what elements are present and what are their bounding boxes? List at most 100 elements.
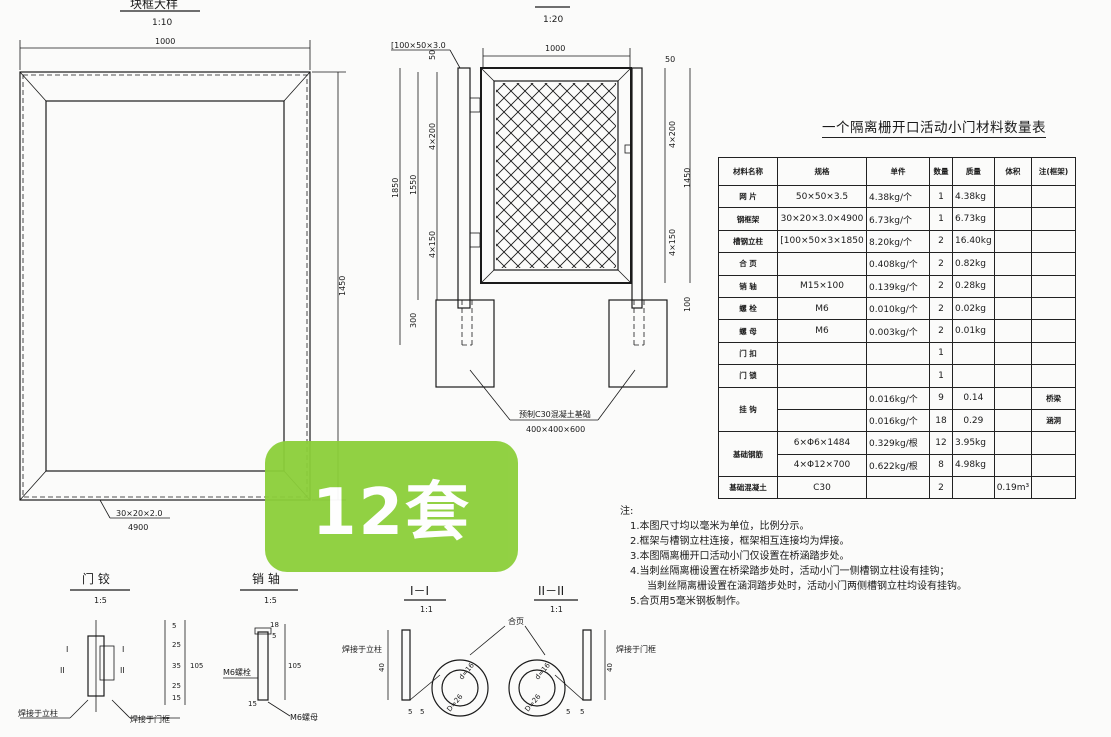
cell xyxy=(1031,184,1076,209)
mid-dim-lower: 4×150 xyxy=(428,231,437,258)
section2-d-inner: d=16 xyxy=(533,661,552,681)
hinge-detail: 门 铰 1:5 I II I II 5 25 35 25 15 105 焊接于立… xyxy=(18,571,203,724)
cell xyxy=(993,184,1033,209)
note-item: 2.框架与槽钢立柱连接，框架相互连接均为焊接。 xyxy=(630,536,850,547)
cell: 螺 栓 xyxy=(718,296,778,321)
foundation-label: 预制C30混凝土基础 xyxy=(519,409,591,419)
hinge-label-left: 焊接于立柱 xyxy=(18,708,58,718)
cell xyxy=(1031,274,1076,298)
cell: 1 xyxy=(929,207,953,231)
cell: 0.408kg/个 xyxy=(866,252,930,276)
cell: [100×50×3×1850 xyxy=(777,229,867,254)
cell: 18 xyxy=(929,408,953,433)
cell: 2 xyxy=(929,252,953,276)
mid-dim-base: 100 xyxy=(683,297,692,312)
cell: 0.139kg/个 xyxy=(866,274,930,298)
hinge-dim-d: 25 xyxy=(172,682,181,690)
mid-dim-bottom: 300 xyxy=(409,313,418,328)
cell: 2 xyxy=(929,296,953,321)
section2-title: II－II xyxy=(538,584,564,598)
cell xyxy=(777,408,867,433)
pin-scale: 1:5 xyxy=(264,596,277,605)
hinge-dim-e: 15 xyxy=(172,694,181,702)
hinge-mark-3: I xyxy=(122,645,124,654)
left-view-title: 块框大样 xyxy=(130,0,178,11)
pin-dim-b: 5 xyxy=(272,632,276,640)
cell: 合 页 xyxy=(718,252,778,276)
hinge-dim-f: 105 xyxy=(190,662,203,670)
cell: 基础混凝土 xyxy=(718,476,778,500)
cell: 8.20kg/个 xyxy=(866,229,930,254)
note-item: 5.合页用5毫米钢板制作。 xyxy=(630,596,746,607)
cell: 桥梁 xyxy=(1031,386,1076,410)
cell: 9 xyxy=(929,386,953,410)
note-item: 3.本图隔离栅开口活动小门仅设置在桥涵踏步处。 xyxy=(630,551,850,562)
cell: M6 xyxy=(777,296,867,321)
cell: 螺 母 xyxy=(718,319,778,343)
cell: 0.622kg/根 xyxy=(866,453,930,478)
cell xyxy=(1031,252,1076,276)
hinge-label-right: 焊接于门框 xyxy=(130,714,170,724)
notes-head: 注: xyxy=(620,506,634,517)
hinge-dim-b: 25 xyxy=(172,641,181,649)
table-title: 一个隔离栅开口活动小门材料数量表 xyxy=(822,116,1046,138)
section1-title: I－I xyxy=(410,584,429,598)
mid-dim-top: 50 xyxy=(428,50,437,60)
table-header-row: 材料名称 规格 单件 数量 质量 体积 注(框架) xyxy=(718,157,1076,186)
cell xyxy=(777,364,867,388)
mid-dim-upper: 4×200 xyxy=(428,123,437,150)
cell: 8 xyxy=(929,453,953,478)
hinge-mark-2: II xyxy=(60,666,65,675)
middle-view: 1:20 [100×50×3.0 1000 xyxy=(391,6,692,434)
left-dim-height: 1450 xyxy=(338,276,347,296)
cell xyxy=(993,229,1033,254)
pin-title: 销 轴 xyxy=(252,571,280,586)
cell: 门 扣 xyxy=(718,341,778,366)
left-view: 块框大样 1:10 1000 1450 30×20×2.0 4900 xyxy=(19,0,347,532)
cell: 6.73kg/个 xyxy=(866,207,930,231)
pin-dim-a: 18 xyxy=(270,621,279,629)
cell: 钢框架 xyxy=(718,207,778,231)
quantity-badge: 12套 xyxy=(265,441,518,572)
cell xyxy=(993,319,1033,343)
cell xyxy=(1031,296,1076,321)
section2-scale: 1:1 xyxy=(550,605,563,614)
table-row: 门 锁 1 xyxy=(718,364,1076,388)
hinge-mark-4: II xyxy=(120,666,125,675)
header-cell: 材料名称 xyxy=(718,157,778,186)
cell: 0.14 xyxy=(952,386,995,410)
foundation-size: 400×400×600 xyxy=(526,425,585,434)
cell xyxy=(993,252,1033,276)
cell xyxy=(993,207,1033,231)
section1-dim-b: 5 xyxy=(420,708,424,716)
cell xyxy=(777,386,867,410)
cell xyxy=(952,341,995,366)
pin-nut-label: M6螺母 xyxy=(290,712,318,722)
cell: 0.003kg/个 xyxy=(866,319,930,343)
cell xyxy=(993,274,1033,298)
section1-scale: 1:1 xyxy=(420,605,433,614)
note-item: 当刺丝隔离栅设置在涵洞踏步处时，活动小门两侧槽钢立柱均设有挂钩。 xyxy=(647,581,967,592)
cell: 挂 钩 xyxy=(718,386,778,433)
section2-label-top: 合页 xyxy=(508,616,524,626)
cell: 0.329kg/根 xyxy=(866,431,930,455)
cell: 0.19m³ xyxy=(993,476,1033,500)
cell xyxy=(866,364,930,388)
section2-dim-h: 40 xyxy=(606,663,614,672)
mid-dim-right-upper: 4×200 xyxy=(668,121,677,148)
cell: 门 锁 xyxy=(718,364,778,388)
cell: 1 xyxy=(929,364,953,388)
cell: 2 xyxy=(929,274,953,298)
cell: 16.40kg xyxy=(952,229,995,254)
mid-dim-right-total: 1450 xyxy=(683,168,692,188)
cell xyxy=(993,296,1033,321)
cell xyxy=(1031,341,1076,366)
table-row: 基础钢筋 6×Φ6×1484 0.329kg/根 12 3.95kg xyxy=(718,431,1076,478)
hinge-title: 门 铰 xyxy=(82,571,110,586)
hinge-dim-c: 35 xyxy=(172,662,181,670)
cell: 3.95kg xyxy=(952,431,995,455)
cell: C30 xyxy=(777,476,867,500)
pin-dim-d: 15 xyxy=(248,700,257,708)
